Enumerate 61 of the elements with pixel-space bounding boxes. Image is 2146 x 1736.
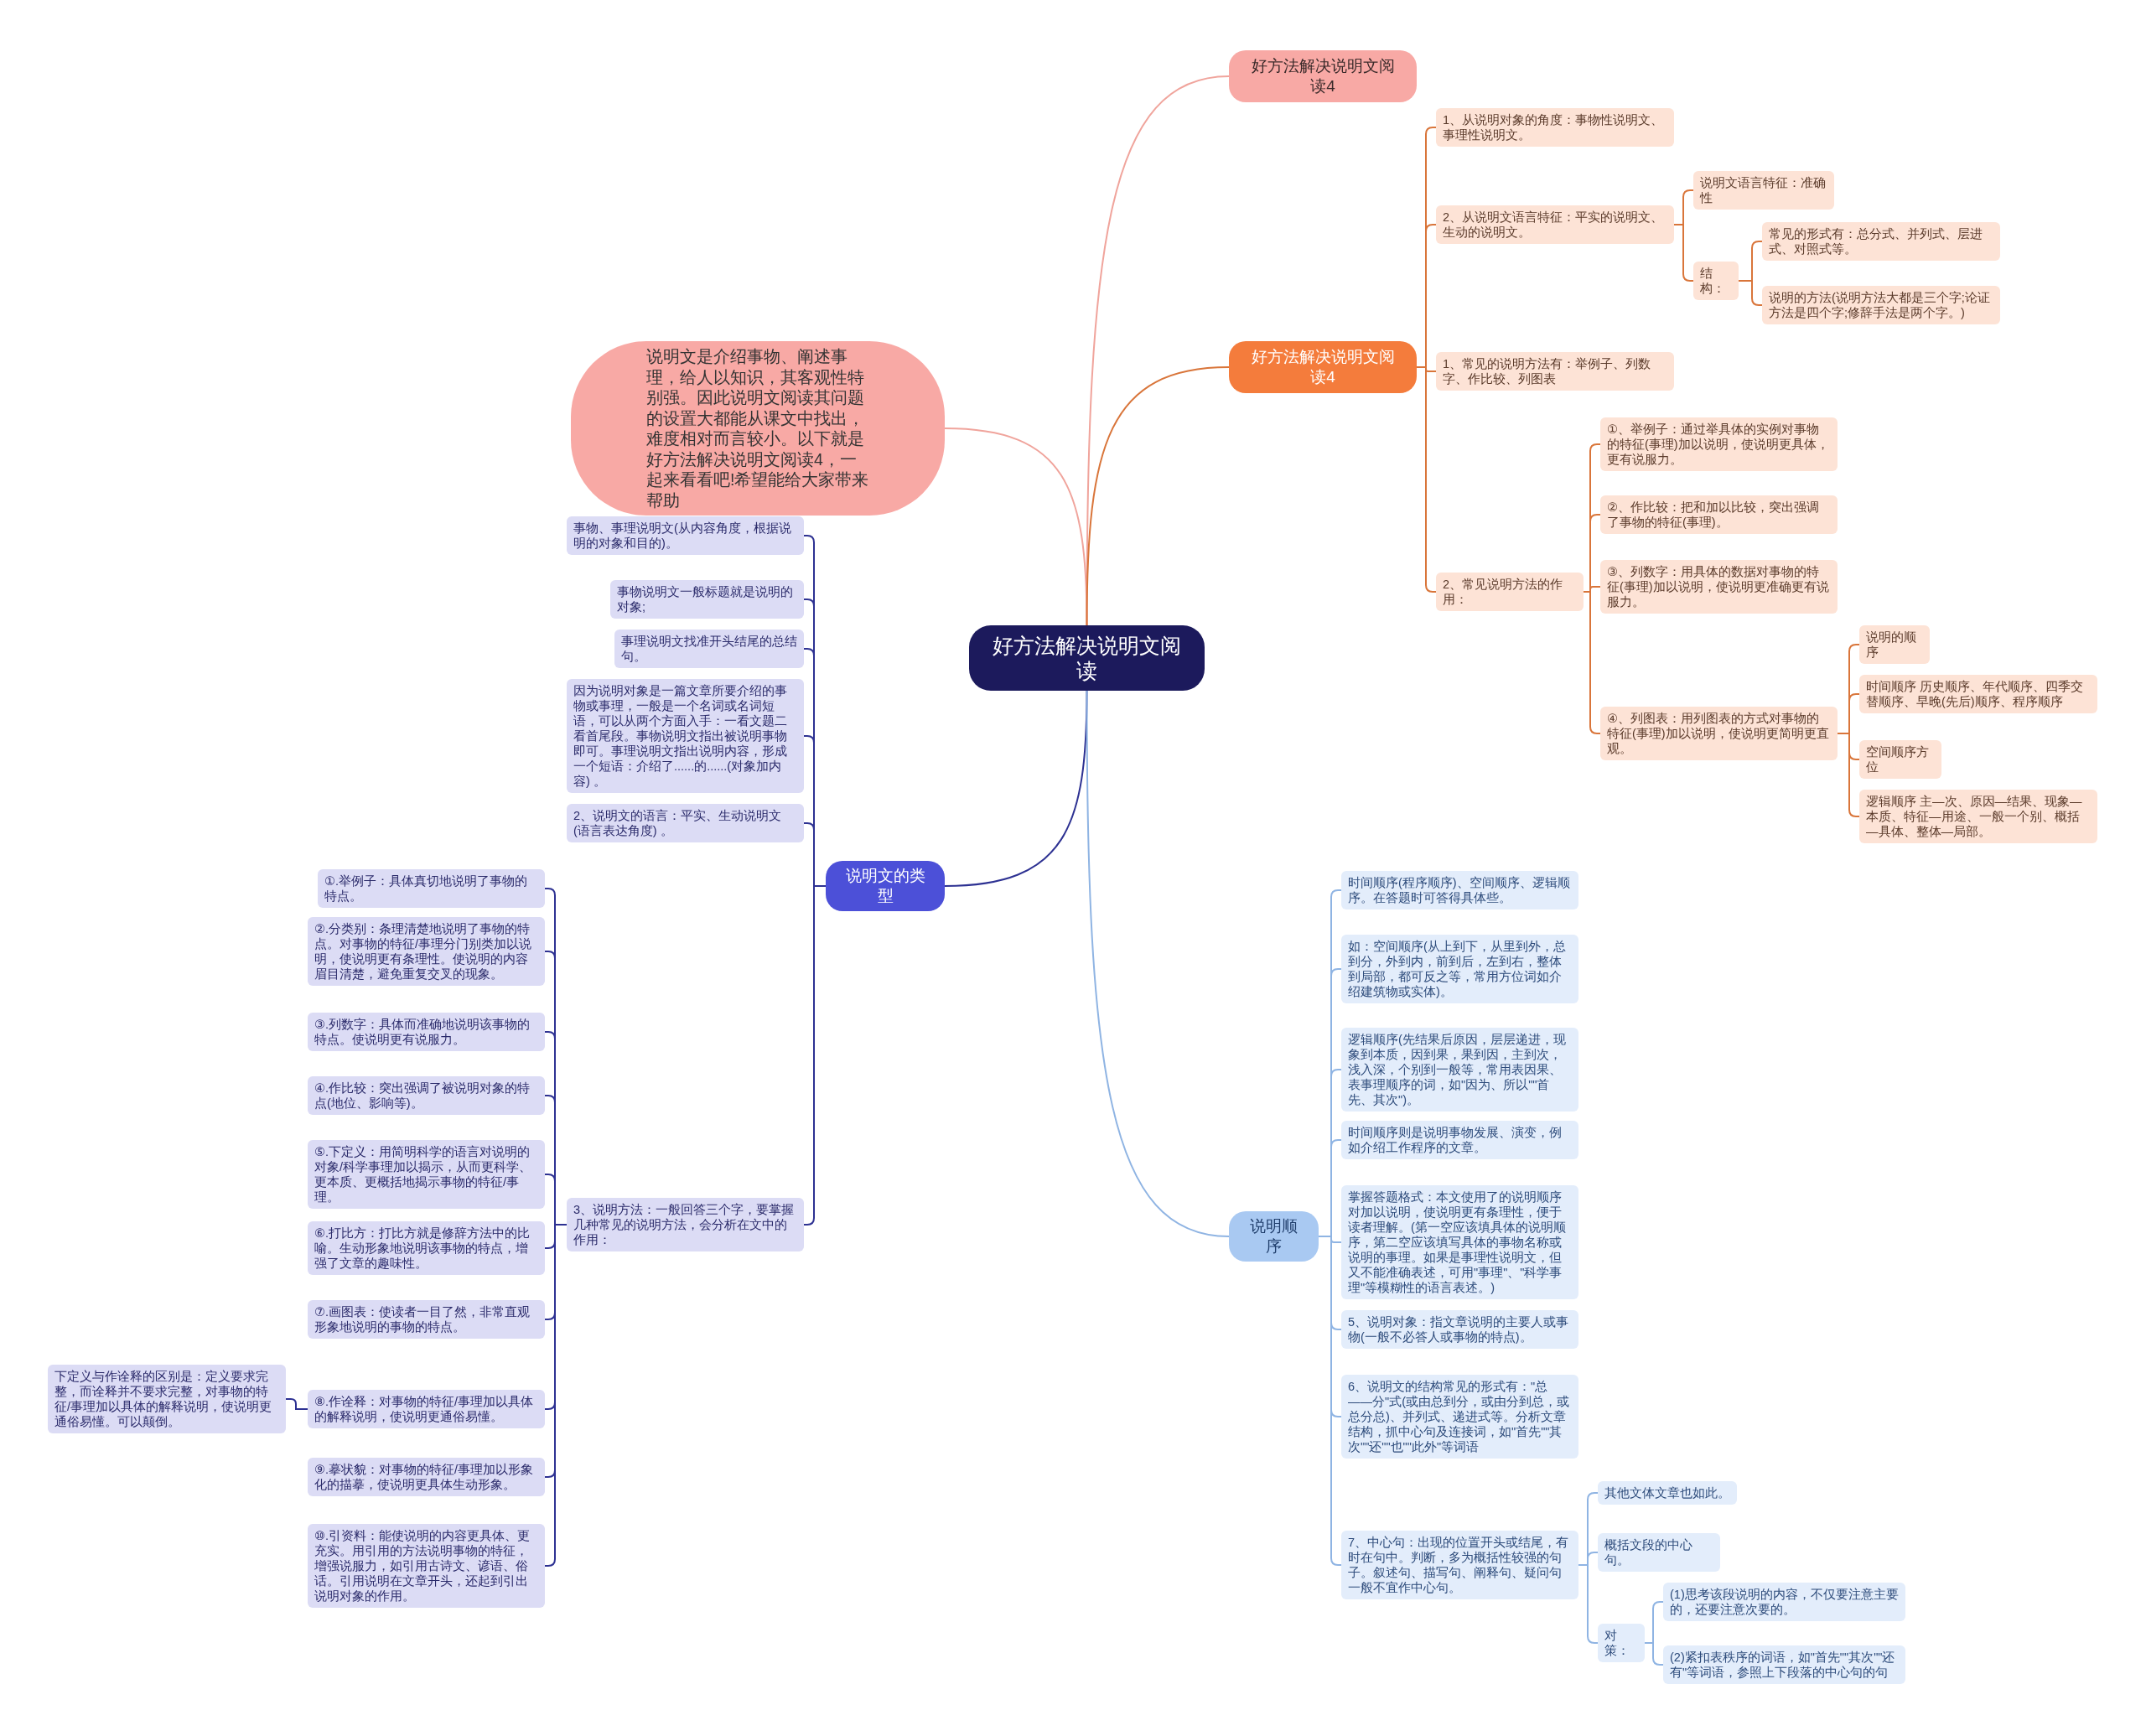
topic-box: ④.作比较：突出强调了被说明对象的特点(地位、影响等)。 (308, 1076, 545, 1115)
topic-box: 逻辑顺序(先结果后原因，层层递进，现象到本质，因到果，果到因，主到次，浅入深，个别到一般等，常用表因果、表事理顺序的词，如"因为、所以""首先、其次")。 (1341, 1028, 1578, 1112)
topic-box: 掌握答题格式：本文使用了的说明顺序对加以说明，使说明更有条理性，便于读者理解。(第一空应该填具体的说明顺序，第二空应该填写具体的事物名称或说明的事理。如果是事理性说明文，但又不能准确表述，可用"事理"、"科学事理"等模糊性的语言表述。) (1341, 1185, 1578, 1299)
topic-box: 下定义与作诠释的区别是：定义要求完整，而诠释并不要求完整，对事物的特征/事理加以具体的解释说明，使说明更通俗易懂。可以颠倒。 (48, 1365, 286, 1433)
topic-box: 2、说明文的语言：平实、生动说明文(语言表达角度) 。 (567, 804, 804, 842)
branch-topic: 好方法解决说明文阅读4 (1229, 341, 1417, 393)
intro-bubble: 说明文是介绍事物、阐述事理，给人以知识，其客观性特别强。因此说明文阅读其问题的设置大都能从课文中找出，难度相对而言较小。以下就是好方法解决说明文阅读4，一起来看看吧!希望能给大家带来帮助 (571, 341, 945, 516)
topic-box: 对策： (1598, 1624, 1645, 1662)
topic-box: ②、作比较：把和加以比较，突出强调了事物的特征(事理)。 (1600, 495, 1838, 534)
connector-line (944, 690, 1088, 887)
connector-line (1673, 224, 1694, 282)
branch-topic: 好方法解决说明文阅读4 (1229, 50, 1417, 102)
topic-box: 2、常见说明方法的作用： (1436, 573, 1584, 611)
topic-box: ⑦.画图表：使读者一目了然，非常直观形象地说明的事物的特点。 (308, 1300, 545, 1339)
topic-box: ③.列数字：具体而准确地说明该事物的特点。使说明更有说服力。 (308, 1013, 545, 1051)
topic-box: 2、从说明文语言特征：平实的说明文、生动的说明文。 (1436, 205, 1674, 244)
topic-box: ⑥.打比方：打比方就是修辞方法中的比喻。生动形象地说明该事物的特点，增强了文章的趣味性。 (308, 1221, 545, 1275)
topic-box: 1、从说明对象的角度：事物性说明文、事理性说明文。 (1436, 108, 1674, 147)
topic-box: 结构： (1693, 262, 1739, 300)
topic-box: (1)思考该段说明的内容，不仅要注意主要的，还要注意次要的。 (1663, 1583, 1905, 1621)
topic-box: 常见的形式有：总分式、并列式、层进式、对照式等。 (1762, 222, 2000, 261)
topic-box: 5、说明对象：指文章说明的主要人或事物(一般不必答人或事物的特点)。 (1341, 1310, 1578, 1349)
topic-box: 说明文语言特征：准确性 (1693, 171, 1834, 210)
topic-box: 事理说明文找准开头结尾的总结句。 (614, 630, 804, 668)
connector-line (1738, 280, 1763, 306)
topic-box: (2)紧扣表秩序的词语，如"首先""其次""还有"等词语，参照上下段落的中心句的句 (1663, 1645, 1905, 1684)
branch-topic: 说明顺序 (1229, 1211, 1319, 1262)
topic-box: 事物说明文一般标题就是说明的对象; (610, 580, 804, 619)
topic-box: 时间顺序 历史顺序、年代顺序、四季交替顺序、早晚(先后)顺序、程序顺序 (1859, 675, 2097, 713)
topic-box: 时间顺序则是说明事物发展、演变，例如介绍工作程序的文章。 (1341, 1121, 1578, 1159)
topic-box: ⑤.下定义：用简明科学的语言对说明的对象/科学事理加以揭示，从而更科学、更本质、更概括地揭示事物的特征/事理。 (308, 1140, 545, 1209)
topic-box: 时间顺序(程序顺序)、空间顺序、逻辑顺序。在答题时可答得具体些。 (1341, 871, 1578, 909)
connector-line (285, 1398, 308, 1410)
topic-box: ③、列数字：用具体的数据对事物的特征(事理)加以说明，使说明更准确更有说服力。 (1600, 560, 1838, 614)
topic-box: ①、举例子：通过举具体的实例对事物的特征(事理)加以说明，使说明更具体，更有说服力。 (1600, 417, 1838, 471)
topic-box: 空间顺序方位 (1859, 740, 1941, 779)
topic-box: 如：空间顺序(从上到下，从里到外，总到分，外到内，前到后，左到右，整体到局部，都可反之等，常用方位词如介绍建筑物或实体)。 (1341, 935, 1578, 1003)
topic-box: 7、中心句：出现的位置开头或结尾，有时在句中。判断，多为概括性较强的句子。叙述句、描写句、阐释句、疑问句一般不宜作中心句。 (1341, 1531, 1578, 1599)
topic-box: ⑧.作诠释：对事物的特征/事理加以具体的解释说明，使说明更通俗易懂。 (308, 1390, 545, 1428)
topic-box: 事物、事理说明文(从内容角度，根据说明的对象和目的)。 (567, 516, 804, 555)
connector-line (1416, 366, 1437, 593)
topic-box: ①.举例子：具体真切地说明了事物的特点。 (318, 869, 545, 908)
topic-box: ④、列图表：用列图表的方式对事物的特征(事理)加以说明，使说明更简明更直观。 (1600, 707, 1838, 760)
topic-box: ②.分类别：条理清楚地说明了事物的特点。对事物的特征/事理分门别类加以说明，使说明更有条理性。使说明的内容眉目清楚，避免重复交叉的现象。 (308, 917, 545, 986)
branch-topic: 说明文的类型 (826, 861, 945, 911)
topic-box: 因为说明对象是一篇文章所要介绍的事物或事理，一般是一个名词或名词短语，可以从两个方面入手：一看文题二看首尾段。事物说明文指出被说明事物即可。事理说明文指出说明内容，形成一个短语：介绍了......的......(对象加内容) 。 (567, 679, 804, 793)
connector-line (1583, 591, 1601, 734)
topic-box: 说明的顺序 (1859, 625, 1930, 664)
topic-box: 说明的方法(说明方法大都是三个字;论证方法是四个字;修辞手法是两个字。) (1762, 286, 2000, 324)
topic-box: 概括文段的中心句。 (1598, 1533, 1720, 1572)
connector-line (1086, 366, 1230, 626)
topic-box: ⑨.摹状貌：对事物的特征/事理加以形象化的描摹，使说明更具体生动形象。 (308, 1458, 545, 1496)
topic-box: ⑩.引资料：能使说明的内容更具体、更充实。用引用的方法说明事物的特征，增强说服力，如引用古诗文、谚语、俗话。引用说明在文章开头，还起到引出说明对象的作用。 (308, 1524, 545, 1608)
topic-box: 6、说明文的结构常见的形式有："总——分"式(或由总到分，或由分到总，或总分总)、并列式、递进式等。分析文章结构，抓中心句及连接词，如"首先""其次""还""也""此外"等词语 (1341, 1375, 1578, 1459)
topic-box: 逻辑顺序 主—次、原因—结果、现象—本质、特征—用途、一般一个别、概括—具体、整体—局部。 (1859, 790, 2097, 843)
connector-line (1086, 690, 1230, 1237)
central-topic: 好方法解决说明文阅读 (969, 625, 1205, 691)
topic-box: 1、常见的说明方法有：举例子、列数字、作比较、列图表 (1436, 352, 1674, 391)
topic-box: 3、说明方法：一般回答三个字，要掌握几种常见的说明方法，会分析在文中的作用： (567, 1198, 804, 1251)
connector-line (1644, 1642, 1664, 1666)
topic-box: 其他文体文章也如此。 (1598, 1481, 1737, 1505)
